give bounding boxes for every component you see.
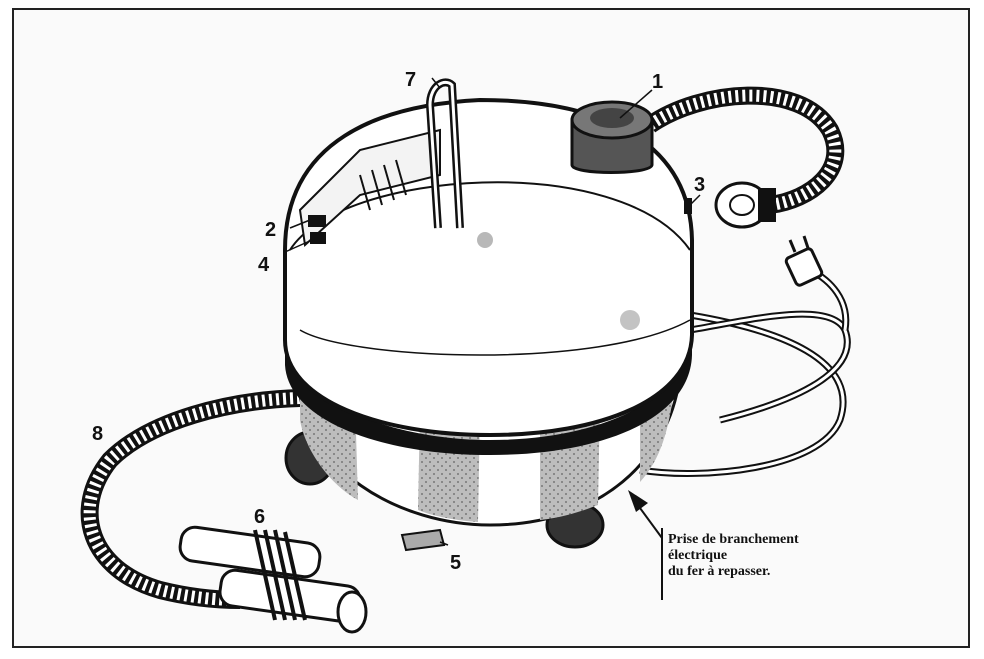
- foot-pedal: [400, 528, 446, 552]
- callout-1: 1: [652, 71, 664, 93]
- control-panel: [298, 128, 441, 248]
- callout-6: 6: [254, 506, 266, 528]
- callout-4: 4: [258, 254, 270, 276]
- caption-line-1: Prise de branchement: [668, 532, 799, 547]
- callout-5: 5: [450, 552, 462, 574]
- bottom-hose: [80, 389, 301, 609]
- callout-7: 7: [405, 69, 417, 91]
- socket-arrow: [628, 490, 663, 600]
- top-hose: [644, 86, 845, 214]
- callout-8: 8: [92, 423, 104, 445]
- callout-3: 3: [694, 174, 706, 196]
- leader-lines: [284, 77, 701, 546]
- hose-connector: [714, 181, 776, 229]
- side-connector: [684, 198, 692, 214]
- socket-caption: Prise de branchement électrique du fer à…: [668, 532, 868, 580]
- caption-line-2: électrique: [668, 548, 728, 563]
- caption-line-3: du fer à repasser.: [668, 564, 771, 579]
- power-plug: [784, 235, 824, 287]
- filler-cap: [570, 100, 654, 174]
- steam-handgrip: [178, 525, 368, 634]
- callout-2: 2: [265, 219, 277, 241]
